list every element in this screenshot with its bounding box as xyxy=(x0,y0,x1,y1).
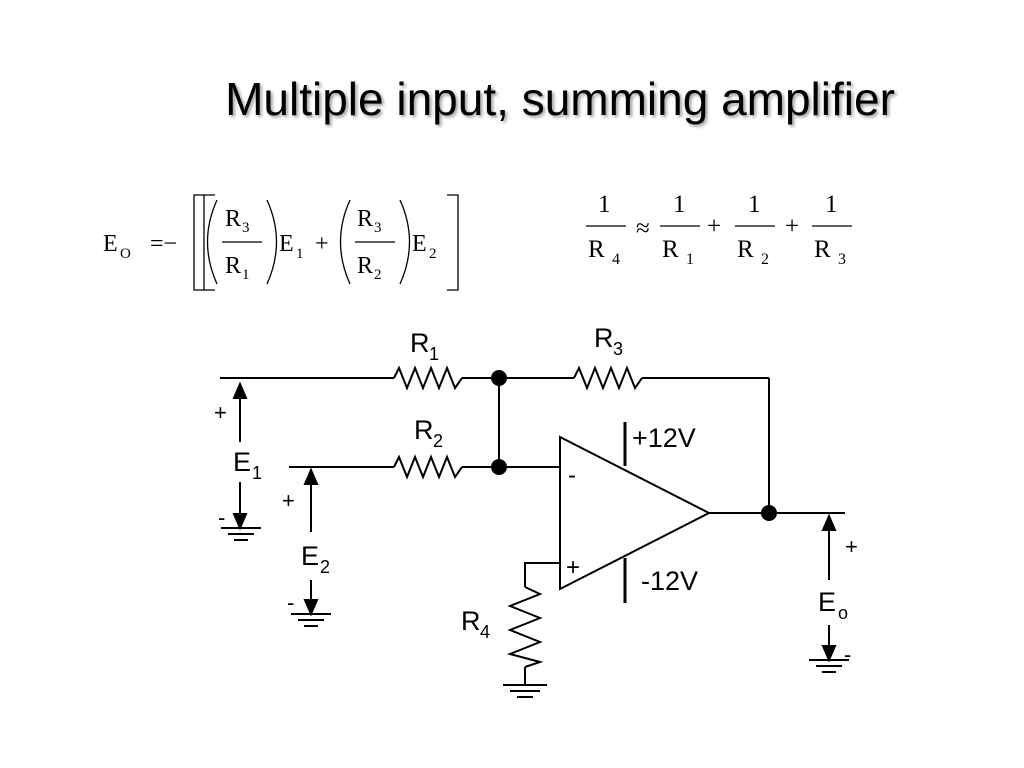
label-e2-minus: - xyxy=(287,590,294,615)
eq-r3-denominator: R xyxy=(814,236,831,263)
eq-r3-numerator: 1 xyxy=(825,191,838,218)
r4-equation: 1 R 4 ≈ 1 R 1 + 1 R 2 + 1 R 3 xyxy=(586,191,852,268)
label-e2-plus: + xyxy=(282,488,295,513)
gain-equation: E O =− R 3 R 1 E 1 + R 3 R 2 xyxy=(103,194,459,291)
voltage-arrows xyxy=(232,381,837,663)
junction-dot-top xyxy=(491,370,507,386)
resistor-r4-symbol xyxy=(506,586,544,668)
resistor-r3-symbol xyxy=(573,365,643,391)
eq-term2-right-paren xyxy=(399,199,411,285)
label-e2-subscript: 2 xyxy=(320,557,330,577)
ground-e1-icon xyxy=(221,527,261,541)
eq-plus-2: + xyxy=(785,213,799,240)
ground-symbols xyxy=(221,527,849,698)
label-eo-minus: - xyxy=(844,642,851,667)
label-e1: E xyxy=(233,447,251,477)
junction-dots xyxy=(491,370,777,521)
ground-e2-icon xyxy=(291,613,331,627)
circuit-labels: R 1 R 3 R 2 R 4 +12V -12V - + + E 1 - + … xyxy=(214,323,858,667)
label-r4: R xyxy=(461,606,481,636)
eq-term1-right-paren xyxy=(266,199,278,285)
ground-eo-icon xyxy=(809,659,849,673)
eq-r2-denominator: R xyxy=(737,236,754,263)
junction-dot-inverting xyxy=(491,459,507,475)
eq-term1-denominator: R xyxy=(225,253,241,279)
eq-term2-input-subscript: 2 xyxy=(429,246,437,262)
eq-term1-denominator-subscript: 1 xyxy=(242,267,250,283)
eq-plus: + xyxy=(315,231,329,257)
label-eo: E xyxy=(818,587,836,617)
e1-arrowhead-down xyxy=(232,513,248,531)
eq-output-subscript: O xyxy=(120,246,131,262)
eq-term2-denominator: R xyxy=(357,253,373,279)
label-r2: R xyxy=(414,415,434,445)
eo-arrowhead-up xyxy=(821,513,837,531)
eq-right-bracket xyxy=(447,194,459,291)
eo-arrowhead-down xyxy=(821,645,837,663)
label-r3-subscript: 3 xyxy=(613,339,623,359)
label-r1-subscript: 1 xyxy=(429,344,439,364)
eq-term1-numerator: R xyxy=(225,206,241,232)
eq-output-symbol: E xyxy=(103,231,118,257)
wire-noninverting-to-r4 xyxy=(524,562,560,587)
e2-arrowhead-up xyxy=(303,467,319,485)
eq-r2-denominator-subscript: 2 xyxy=(761,251,769,268)
eq-left-bracket-inner xyxy=(203,194,215,291)
eq-r4-denominator: R xyxy=(588,236,605,263)
eq-r1-denominator-subscript: 1 xyxy=(686,251,694,268)
ground-r4-icon xyxy=(503,684,547,698)
resistors xyxy=(393,365,643,668)
slide-title: Multiple input, summing amplifier xyxy=(225,73,895,125)
eq-r1-denominator: R xyxy=(662,236,679,263)
label-inverting-input: - xyxy=(568,462,576,489)
eq-r3-denominator-subscript: 3 xyxy=(838,251,846,268)
label-e1-minus: - xyxy=(218,505,225,530)
label-r2-subscript: 2 xyxy=(433,431,443,451)
label-eo-subscript: o xyxy=(838,603,848,623)
eq-term1-input-subscript: 1 xyxy=(296,246,304,262)
eq-term2-left-paren xyxy=(339,199,351,285)
eq-r1-numerator: 1 xyxy=(673,191,686,218)
resistor-r1-symbol xyxy=(393,365,463,391)
eq-r2-numerator: 1 xyxy=(748,191,761,218)
eq-term2-denominator-subscript: 2 xyxy=(374,267,382,283)
junction-dot-output xyxy=(761,505,777,521)
label-noninverting-input: + xyxy=(566,554,580,581)
eq-r4-numerator: 1 xyxy=(598,191,611,218)
eq-term1-numerator-subscript: 3 xyxy=(242,220,250,236)
eq-left-bracket-outer xyxy=(193,194,205,291)
eq-term2-numerator: R xyxy=(357,206,373,232)
circuit-wires xyxy=(220,377,845,685)
eq-term1-input: E xyxy=(279,231,294,257)
label-supply-positive: +12V xyxy=(632,423,696,453)
label-r4-subscript: 4 xyxy=(480,622,490,642)
op-amp-triangle xyxy=(559,435,712,591)
eq-term2-numerator-subscript: 3 xyxy=(374,220,382,236)
e1-arrowhead-up xyxy=(232,381,248,399)
label-r3: R xyxy=(594,323,614,353)
eq-term1-left-paren xyxy=(206,199,218,285)
label-eo-plus: + xyxy=(845,534,858,559)
eq-equals-minus: =− xyxy=(150,231,177,257)
eq-approx: ≈ xyxy=(636,215,650,242)
resistor-r2-symbol xyxy=(393,454,463,480)
label-supply-negative: -12V xyxy=(641,566,698,596)
eq-plus-1: + xyxy=(707,213,721,240)
label-e2: E xyxy=(301,541,319,571)
label-e1-subscript: 1 xyxy=(252,463,262,483)
eq-term2-input: E xyxy=(412,231,427,257)
eq-r4-denominator-subscript: 4 xyxy=(612,251,620,268)
label-e1-plus: + xyxy=(214,400,227,425)
e2-arrowhead-down xyxy=(303,599,319,617)
label-r1: R xyxy=(410,328,430,358)
